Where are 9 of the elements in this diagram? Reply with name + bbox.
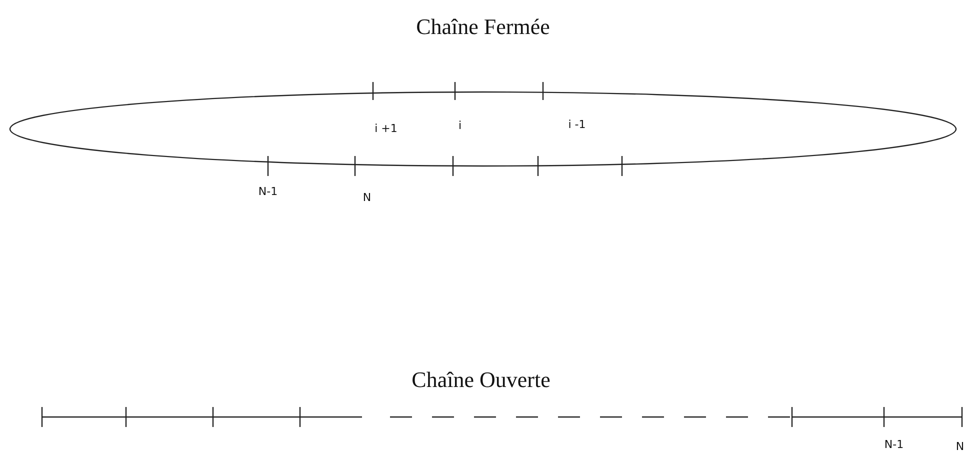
chain-heading: Chaîne Fermée <box>416 14 550 40</box>
site-label: N <box>956 440 964 453</box>
site-label: N-1 <box>884 438 904 451</box>
site-label: N-1 <box>258 185 278 198</box>
site-label: i +1 <box>374 122 398 135</box>
site-label: i <box>458 119 462 132</box>
chain-heading: Chaîne Ouverte <box>412 367 550 393</box>
site-label: i -1 <box>568 118 586 131</box>
site-label: N <box>362 191 372 204</box>
